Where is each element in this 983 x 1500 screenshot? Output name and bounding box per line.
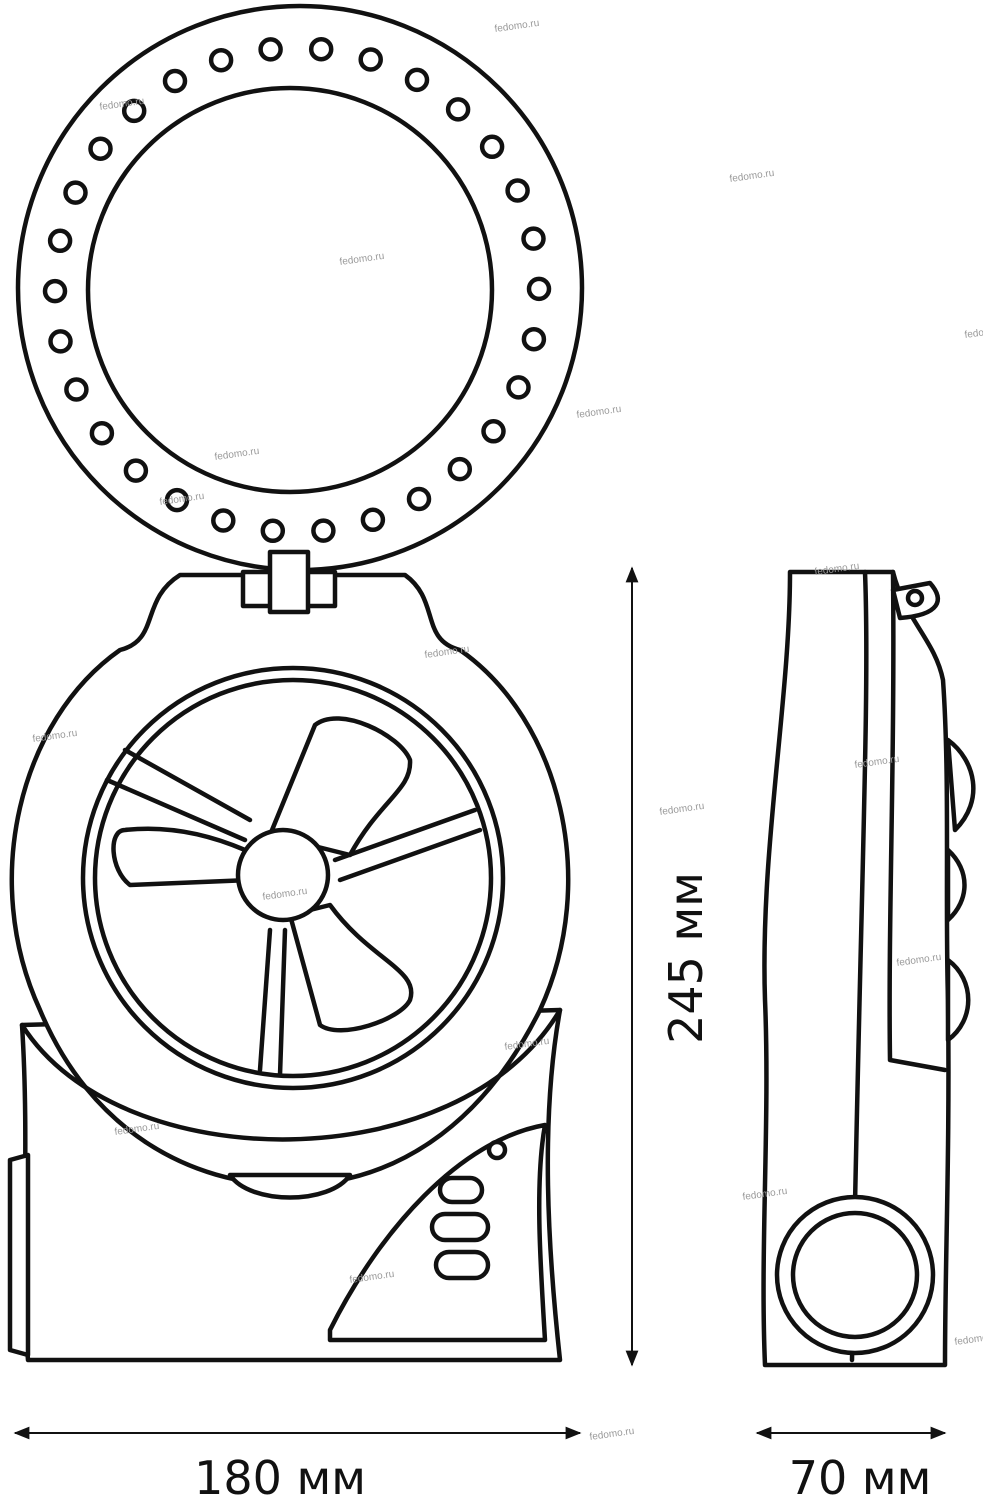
fan-body-front: [7, 549, 571, 1363]
watermark-text: fedomo.ru: [954, 1331, 983, 1348]
fan-blades: [104, 716, 483, 1078]
led-dot: [48, 329, 73, 354]
led-dot: [360, 507, 386, 533]
led-dot: [526, 276, 552, 302]
lamp-ring: [15, 3, 585, 573]
fan-hub: [235, 827, 331, 923]
led-dot: [406, 486, 432, 512]
led-dot: [521, 226, 546, 251]
led-dot: [63, 180, 88, 205]
led-dots: [42, 36, 552, 544]
watermark-text: fedomo.ru: [494, 18, 540, 35]
led-dot: [162, 68, 188, 94]
led-dot: [89, 420, 115, 446]
led-dot: [445, 97, 471, 122]
led-dot: [358, 47, 383, 72]
led-dot: [479, 134, 505, 160]
led-dot: [404, 67, 430, 93]
led-dot: [208, 47, 234, 73]
led-dot: [481, 419, 506, 444]
led-dot: [123, 458, 149, 483]
led-dot: [311, 518, 336, 543]
watermark-text: fedomo.ru: [576, 404, 622, 421]
watermark-text: fedomo.ru: [729, 168, 775, 185]
width-dimension-label: 180 мм: [194, 1451, 366, 1500]
led-dot: [47, 228, 73, 254]
led-dot: [164, 487, 190, 513]
led-dot: [211, 508, 236, 533]
led-dot: [308, 36, 334, 62]
fan-side-view: [761, 569, 976, 1368]
led-dot: [88, 136, 113, 161]
led-dot: [506, 375, 531, 400]
led-dot: [447, 456, 473, 482]
led-dot: [505, 178, 530, 203]
watermark-text: fedomo.ru: [659, 801, 705, 818]
led-dot: [121, 98, 147, 124]
watermark-text: fedomo.ru: [964, 324, 983, 341]
led-dot: [64, 377, 89, 402]
led-dot: [260, 518, 286, 544]
led-dot: [42, 278, 68, 304]
depth-dimension-label: 70 мм: [789, 1451, 932, 1500]
height-dimension-label: 245 мм: [659, 872, 713, 1044]
led-dot: [258, 37, 283, 62]
led-dot: [521, 326, 547, 352]
dimension-lines: [13, 566, 947, 1440]
watermark-text: fedomo.ru: [589, 1426, 635, 1443]
